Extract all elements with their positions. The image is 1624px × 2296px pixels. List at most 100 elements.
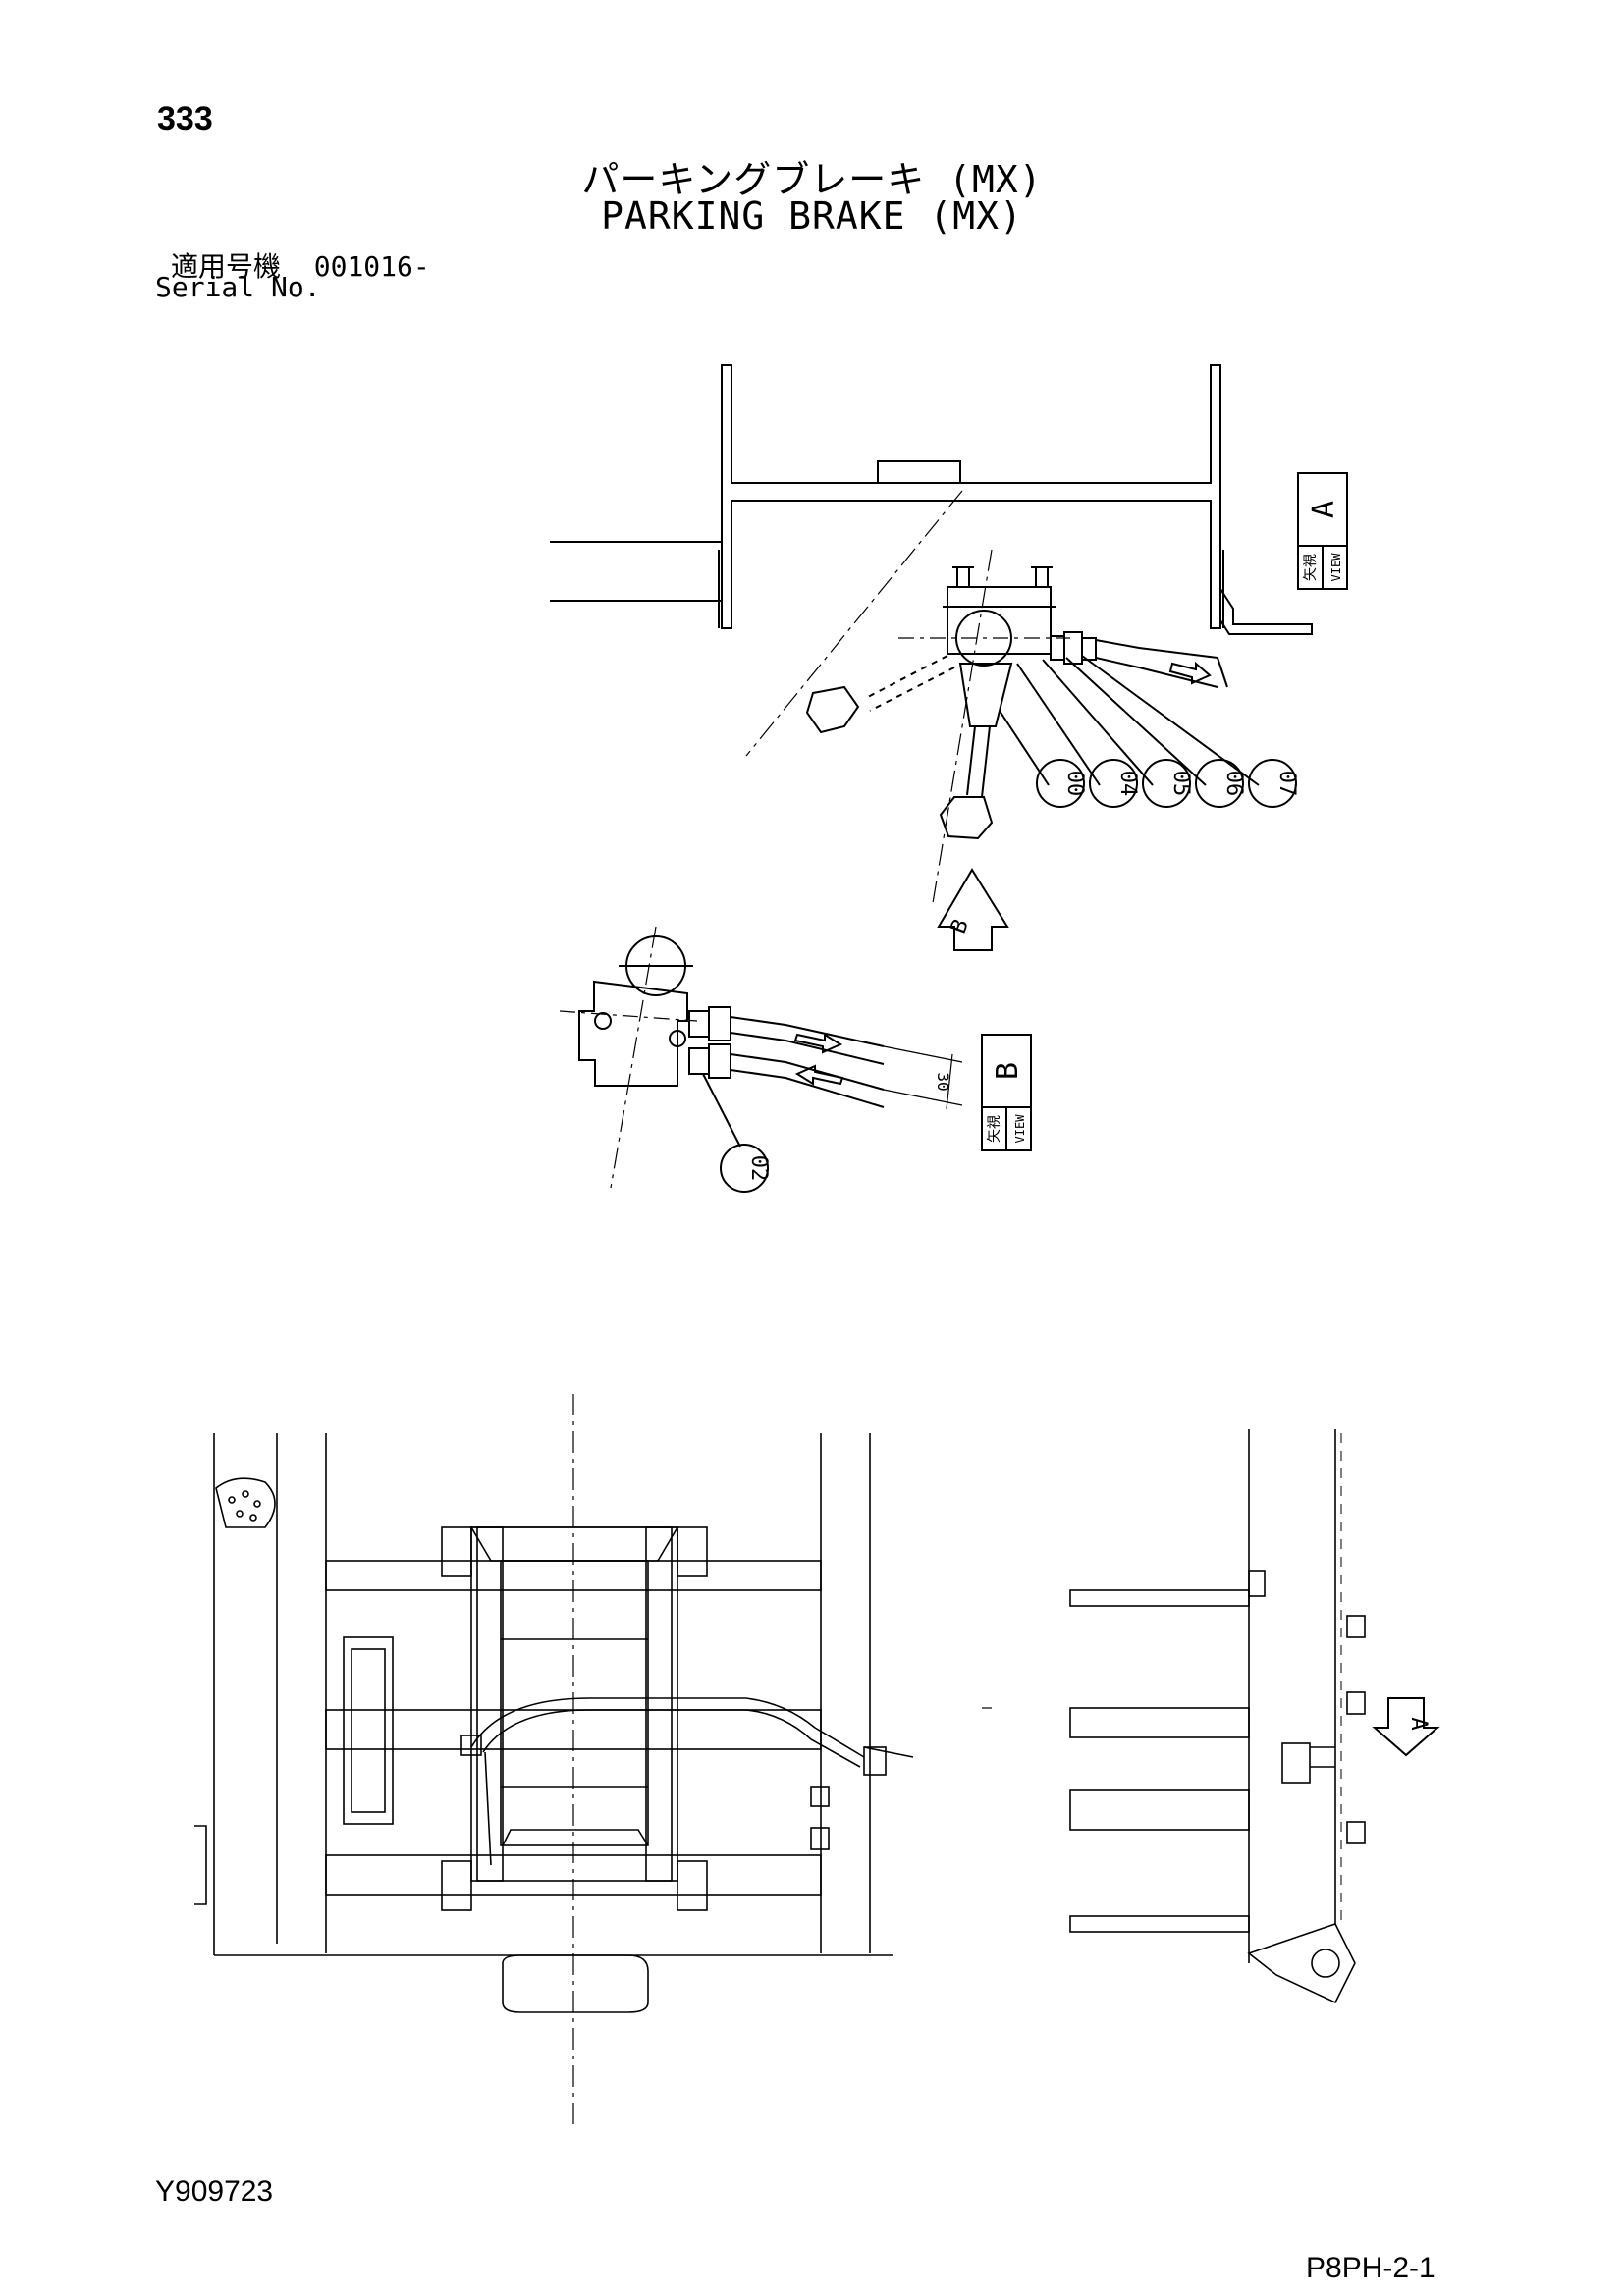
- perforated-plate: [215, 1477, 276, 1528]
- hole: [228, 1496, 236, 1504]
- flow-arrow: [1168, 661, 1212, 685]
- side-valve: [1281, 1742, 1311, 1784]
- view-b-hose-upper: [730, 1016, 885, 1065]
- view-b-word: VIEW: [1013, 1114, 1027, 1144]
- lever-shaft-alt: [863, 655, 955, 712]
- side-knob-3: [1346, 1821, 1366, 1844]
- view-b-arrow-left: [794, 1064, 844, 1086]
- fitting-1: [1050, 635, 1065, 661]
- arrow-b-letter: B: [947, 916, 974, 936]
- brake-hose-down: [484, 1751, 492, 1866]
- callout-05: 05: [1168, 771, 1193, 797]
- callouts-top: 00 04 05 06 07: [1036, 759, 1299, 808]
- side-bracket-bottom: [1247, 1923, 1356, 2004]
- component-right-2: [810, 1786, 830, 1807]
- valve-bolt-left: [956, 566, 970, 588]
- dim-ext-upper: [883, 1045, 963, 1063]
- callout-06: 06: [1221, 771, 1246, 797]
- side-beam-1: [1069, 1589, 1250, 1607]
- view-b-centerline-h: [559, 1010, 698, 1022]
- component-right: [863, 1746, 887, 1776]
- lever-knob-down: [939, 796, 994, 840]
- view-b-fitting-upper-2: [708, 1006, 731, 1041]
- side-block-l2: [441, 1860, 472, 1911]
- callout-04: 04: [1115, 771, 1140, 797]
- arrow-b-icon: [937, 868, 1009, 951]
- side-beam-2: [1069, 1707, 1250, 1738]
- component-left: [460, 1735, 482, 1756]
- view-b-letter: B: [991, 1062, 1025, 1080]
- left-step: [194, 1825, 207, 1905]
- hole: [253, 1500, 261, 1508]
- sheet-number: P8PH-2-1: [1306, 2252, 1435, 2284]
- serial-label-english: Serial No.: [155, 271, 321, 303]
- leader-04: [1016, 663, 1101, 786]
- side-knob-2: [1346, 1691, 1366, 1715]
- right-bracket: [1219, 588, 1313, 635]
- dim-ext-lower: [883, 1089, 963, 1106]
- view-b-fitting-upper-1: [688, 1010, 710, 1038]
- arrow-a-letter: A: [1406, 1717, 1431, 1730]
- drawing-number: Y909723: [155, 2175, 274, 2208]
- component-right-3: [810, 1827, 830, 1850]
- side-pivot: [1311, 1949, 1340, 1978]
- view-b-fitting-lower-2: [708, 1043, 731, 1079]
- callout-02-circle: [720, 1144, 769, 1193]
- side-block-l: [441, 1526, 472, 1577]
- left-box: [343, 1636, 394, 1825]
- callout-07-circle: [1248, 759, 1297, 808]
- valve-bolt-right: [1035, 566, 1049, 588]
- frame-bracket-top: [877, 460, 961, 484]
- air-tank: [502, 1954, 649, 2013]
- view-a-letter: A: [1307, 501, 1341, 518]
- view-b-port-right: [669, 1030, 686, 1047]
- hole: [249, 1514, 257, 1522]
- side-beam-3: [1069, 1789, 1250, 1831]
- hole: [242, 1490, 249, 1498]
- dim-line-30: [946, 1053, 953, 1110]
- brake-hose-run-2: [482, 1709, 861, 1768]
- callout-00-circle: [1036, 759, 1085, 808]
- lever-shaft: [966, 725, 991, 798]
- view-b-port-left: [594, 1012, 612, 1030]
- side-block-1: [1248, 1570, 1266, 1597]
- hole: [236, 1510, 244, 1518]
- title-english: PARKING BRAKE (MX): [601, 194, 1023, 238]
- callout-02: 02: [746, 1155, 771, 1182]
- lever-hub: [958, 663, 1013, 727]
- view-b-centerline-v: [610, 926, 657, 1189]
- callout-00: 00: [1062, 771, 1087, 797]
- view-b-fitting-lower-1: [688, 1047, 710, 1075]
- callout-04-circle: [1089, 759, 1138, 808]
- serial-value: 001016-: [313, 250, 430, 283]
- view-a-kanji: 矢視: [1303, 554, 1319, 581]
- brake-hose-tail: [863, 1746, 914, 1758]
- view-a-label: A 矢視 VIEW: [1297, 472, 1348, 590]
- side-beam-4: [1069, 1915, 1250, 1933]
- view-b-label: B 矢視 VIEW: [981, 1034, 1032, 1151]
- view-b-arrow-right: [793, 1033, 843, 1054]
- center-frame: [470, 1526, 678, 1882]
- leader-06: [1065, 657, 1207, 786]
- side-knob-1: [1346, 1615, 1366, 1638]
- leader-07: [1081, 655, 1260, 786]
- view-b-hose-lower: [730, 1053, 885, 1108]
- view-b-kanji: 矢視: [987, 1115, 1002, 1143]
- leader-02: [702, 1073, 741, 1148]
- leader-00: [999, 710, 1050, 786]
- title-japanese: パーキングブレーキ (MX): [581, 158, 1043, 201]
- centerline-diag: [745, 490, 963, 757]
- dimension-30: 30: [934, 1072, 952, 1091]
- side-block-r2: [677, 1860, 708, 1911]
- center-inner: [500, 1560, 649, 1846]
- callout-05-circle: [1142, 759, 1191, 808]
- center-bottom-arc: [502, 1829, 649, 1846]
- top-assembly-view: [550, 364, 1313, 951]
- side-view: [1069, 1429, 1440, 2004]
- valve-rotor-circle: [955, 610, 1012, 667]
- side-block-r: [677, 1526, 708, 1577]
- leader-05: [1042, 659, 1154, 786]
- view-a-word: VIEW: [1329, 553, 1343, 582]
- serial-label-japanese: 適用号機 001016-: [171, 245, 430, 285]
